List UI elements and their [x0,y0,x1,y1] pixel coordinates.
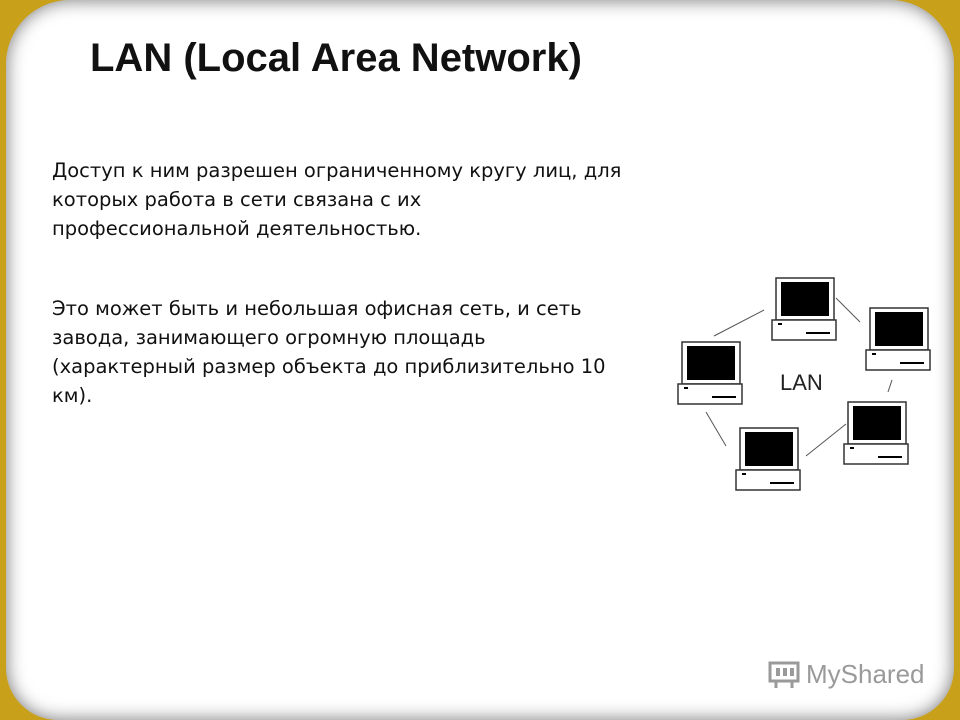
slide-title: LAN (Local Area Network) [90,36,582,80]
paragraph-access: Доступ к ним разрешен ограниченному круг… [52,159,622,240]
computer-icon [843,401,909,465]
link-line [713,309,765,337]
link-line [705,411,727,447]
computer-icon [865,307,931,371]
computer-icon [735,427,801,491]
computer-icon [771,277,837,341]
slide: LAN (Local Area Network) Доступ к ним ра… [6,0,954,720]
computer-icon [677,341,743,405]
watermark: MyShared [768,656,925,692]
paragraph-scale: Это может быть и небольшая офисная сеть,… [52,297,606,407]
link-line [805,423,847,457]
link-line [835,297,861,323]
projector-icon [768,661,800,688]
lan-diagram [677,277,931,491]
lan-label: LAN [780,370,823,395]
link-line [887,379,893,393]
watermark-text: MyShared [806,658,925,689]
